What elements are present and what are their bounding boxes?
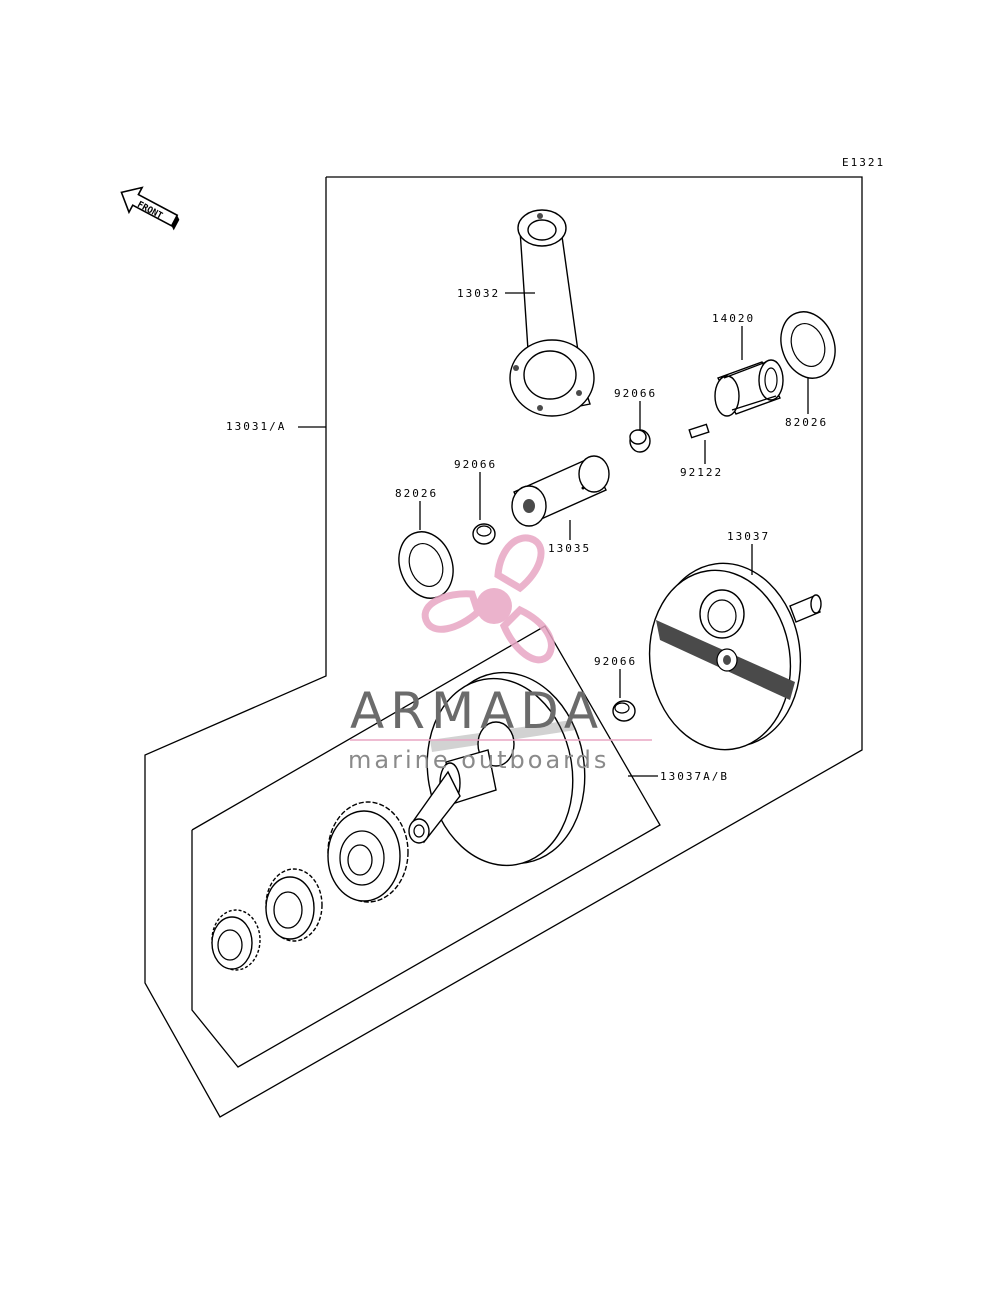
collar-upper [629, 429, 651, 453]
assembly-frame-outer [144, 176, 863, 1118]
flywheel-right [648, 562, 822, 751]
crank-pin [511, 455, 610, 527]
connecting-rod [509, 209, 595, 417]
label-collar-lower: 92066 [594, 655, 637, 668]
primary-gear [327, 801, 409, 903]
thrust-washer-right [780, 311, 836, 379]
label-connecting-rod: 13032 [457, 287, 500, 300]
diagram-code: E1321 [842, 156, 885, 169]
label-washer-right: 82026 [785, 416, 828, 429]
balancer-gear [265, 868, 323, 942]
label-pin: 92122 [680, 466, 723, 479]
assembly-frame-inner [191, 625, 661, 1068]
label-crankshaft-assy: 13031/A [226, 420, 286, 433]
label-flywheel-right: 13037 [727, 530, 770, 543]
watermark-tagline: marine outboards [348, 746, 609, 774]
watermark-brand: ARMADA [350, 682, 604, 740]
dowel-pin [688, 423, 710, 439]
label-crank-pin: 13035 [548, 542, 591, 555]
front-arrow-icon: FRONT [120, 186, 180, 231]
label-collar-middle: 92066 [454, 458, 497, 471]
label-collar-upper: 92066 [614, 387, 657, 400]
collar-lower [612, 700, 636, 722]
label-flywheel-left: 13037A/B [660, 770, 729, 783]
flywheel-left [408, 671, 586, 867]
collar-middle [472, 523, 496, 545]
needle-bearing [714, 359, 784, 417]
timing-gear [211, 909, 261, 971]
label-washer-left: 82026 [395, 487, 438, 500]
thrust-washer-left [398, 531, 454, 599]
propeller-logo-icon [421, 534, 555, 664]
label-needle-bearing: 14020 [712, 312, 755, 325]
